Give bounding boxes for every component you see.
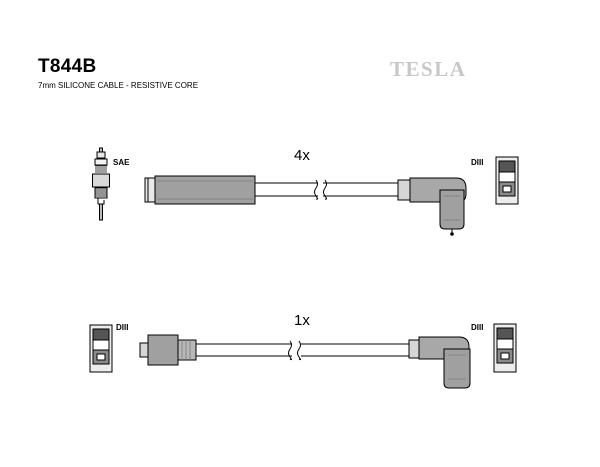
brand-logo: TESLA — [390, 57, 467, 81]
cable-2-wire — [196, 340, 409, 361]
cable-row-2: 1x DIII — [89, 312, 517, 389]
cable-1-quantity: 4x — [294, 147, 310, 164]
distributor-terminal-icon — [495, 156, 519, 205]
part-number-title: T844B — [38, 56, 97, 77]
cable-1-left-boot — [144, 175, 256, 205]
distributor-terminal-icon — [493, 323, 517, 373]
cable-2-left-end-label: DIII — [116, 323, 128, 332]
cable-1-left-end-label: SAE — [113, 158, 130, 167]
spark-plug-icon — [92, 147, 110, 221]
cable-description: 7mm SILICONE CABLE - RESISTIVE CORE — [38, 81, 199, 90]
cable-2-right-boot — [408, 336, 471, 389]
cable-2-left-boot — [139, 334, 197, 366]
distributor-terminal-icon — [89, 324, 113, 373]
cable-1-wire — [255, 179, 398, 200]
cable-1-right-end-label: DIII — [471, 158, 483, 167]
cable-2-quantity: 1x — [294, 312, 310, 329]
cable-row-1: 4x SAE — [92, 147, 519, 236]
cable-1-right-boot — [397, 177, 467, 236]
cable-2-right-end-label: DIII — [471, 323, 483, 332]
